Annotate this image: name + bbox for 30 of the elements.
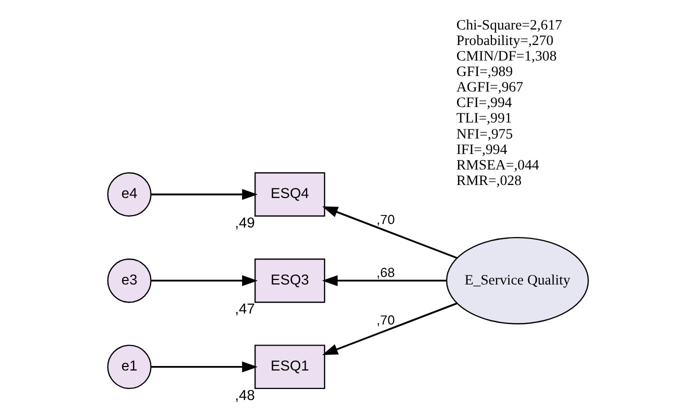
- label: RMSEA=,044: [456, 157, 540, 174]
- node-box: ESQ1: [254, 344, 326, 390]
- label: RMR=,028: [456, 172, 522, 189]
- label: IFI=,994: [456, 142, 508, 158]
- node-circle: e1: [107, 344, 152, 390]
- edge-label: ,68: [376, 264, 395, 280]
- node-circle: e4: [107, 172, 152, 217]
- arrow: [322, 302, 458, 355]
- label: GFI=,989: [456, 64, 513, 80]
- arrow: [322, 275, 446, 286]
- label: CFI=,994: [456, 95, 512, 112]
- label: NFI=,975: [456, 126, 513, 142]
- node-box: ESQ3: [254, 258, 326, 303]
- node-ellipse: E_Service Quality: [446, 236, 589, 324]
- node-label: ,48: [234, 388, 255, 404]
- arrow: [151, 188, 258, 200]
- edge-label: ,70: [376, 212, 395, 228]
- label: TLI=,991: [456, 110, 512, 127]
- node-label: ,49: [234, 215, 255, 232]
- label: CMIN/DF=1,308: [456, 48, 557, 64]
- arrow: [151, 361, 258, 372]
- node-box: ESQ4: [254, 172, 326, 217]
- label: Chi-Square=2,617: [456, 17, 562, 34]
- arrow: [151, 275, 258, 286]
- arrow: [322, 206, 458, 259]
- edge-label: ,70: [376, 312, 395, 328]
- label: AGFI=,967: [456, 80, 524, 96]
- node-label: ,47: [234, 302, 255, 318]
- node-circle: e3: [107, 258, 152, 303]
- label: Probability=,270: [456, 32, 554, 49]
